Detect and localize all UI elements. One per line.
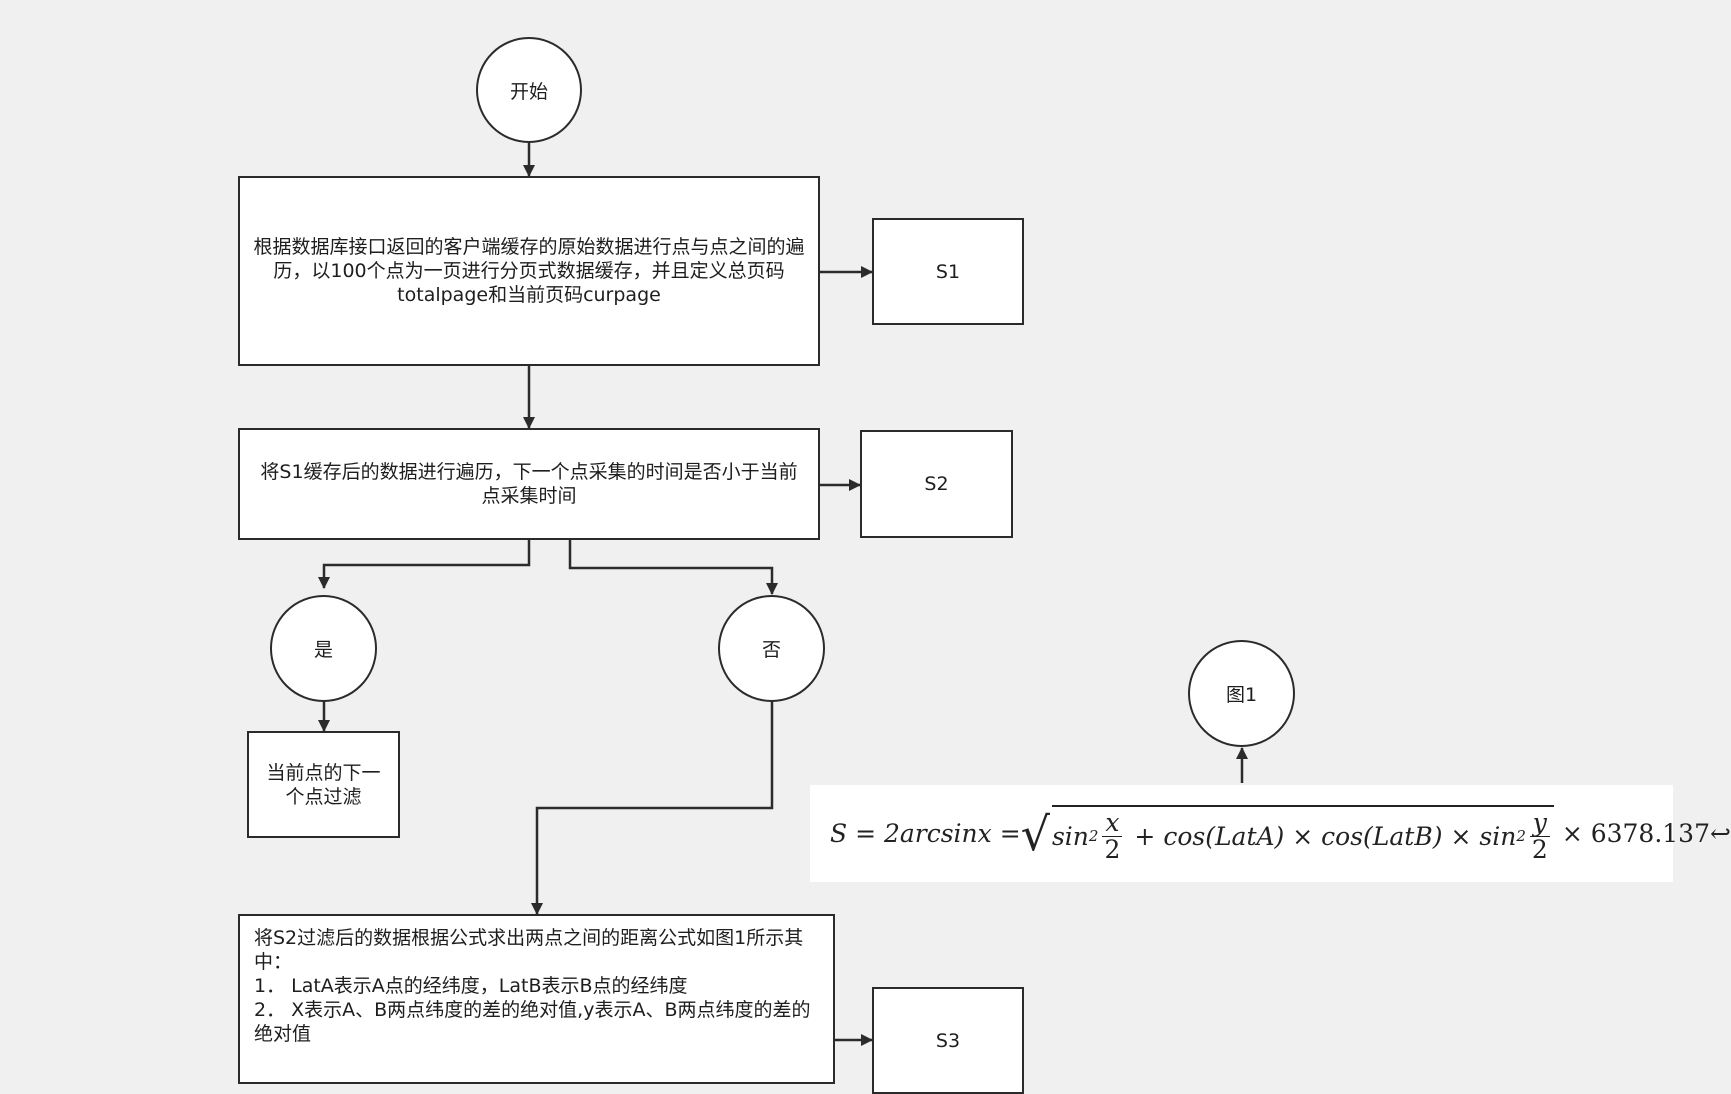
arrow-no-to-s3desc: [531, 700, 774, 915]
formula-plus: +: [1134, 821, 1156, 851]
s2-description: 将S1缓存后的数据进行遍历，下一个点采集的时间是否小于当前点采集时间: [260, 461, 798, 507]
s3-description: 将S2过滤后的数据根据公式求出两点之间的距离公式如图1所示其中： 1． LatA…: [254, 926, 819, 1046]
start-label: 开始: [509, 80, 548, 103]
s3-step-box[interactable]: S3: [872, 987, 1024, 1094]
s3-line-2: 1． LatA表示A点的经纬度，LatB表示B点的经纬度: [254, 975, 688, 997]
connector-layer: [318, 143, 1248, 1046]
s2-step-box[interactable]: S2: [860, 430, 1013, 538]
no-decision-node[interactable]: 否: [718, 595, 825, 702]
arrow-s2desc-to-no: [568, 540, 778, 595]
no-label: 否: [761, 639, 781, 661]
yes-label: 是: [313, 639, 333, 661]
arrow-s2desc-to-yes: [318, 540, 531, 589]
flowchart-canvas: 开始 根据数据库接口返回的客户端缓存的原始数据进行点与点之间的遍历，以100个点…: [238, 37, 1731, 1094]
formula-sup-b: 2: [1516, 827, 1526, 845]
s3-line-1: 将S2过滤后的数据根据公式求出两点之间的距离公式如图1所示其中：: [254, 927, 804, 973]
formula-lhs: S = 2arcsinx =: [830, 819, 1021, 848]
yes-action-box[interactable]: 当前点的下一个点过滤: [247, 731, 400, 838]
yes-action-text: 当前点的下一个点过滤: [266, 761, 381, 808]
formula-frac-x: x 2: [1102, 807, 1123, 864]
formula-frac-x-den: 2: [1102, 834, 1123, 864]
s1-label: S1: [935, 260, 961, 283]
s1-description: 根据数据库接口返回的客户端缓存的原始数据进行点与点之间的遍历，以100个点为一页…: [253, 236, 805, 306]
formula-times: ×: [1450, 821, 1472, 851]
s3-label: S3: [935, 1029, 961, 1052]
s2-process-box[interactable]: 将S1缓存后的数据进行遍历，下一个点采集的时间是否小于当前点采集时间: [238, 428, 820, 540]
sqrt-icon: √: [1020, 806, 1050, 861]
s2-label: S2: [924, 473, 949, 495]
s3-line-3: 2． X表示A、B两点纬度的差的绝对值,y表示A、B两点纬度的差的绝对值: [254, 999, 811, 1045]
formula-sup-a: 2: [1088, 827, 1099, 845]
formula-sin-a: sin: [1051, 821, 1089, 851]
s1-step-box[interactable]: S1: [872, 218, 1024, 325]
fig1-label: 图1: [1225, 684, 1258, 706]
yes-decision-node[interactable]: 是: [270, 595, 377, 702]
formula-tail: × 6378.137↩: [1561, 819, 1731, 848]
formula-sin-b: sin: [1479, 821, 1517, 851]
formula-frac-x-num: x: [1105, 807, 1120, 837]
formula-frac-y-num: y: [1532, 807, 1547, 837]
formula-frac-y: y 2: [1529, 807, 1550, 864]
fig1-node[interactable]: 图1: [1188, 640, 1295, 747]
formula-frac-y-den: 2: [1529, 834, 1550, 864]
s3-process-box[interactable]: 将S2过滤后的数据根据公式求出两点之间的距离公式如图1所示其中： 1． LatA…: [238, 914, 835, 1084]
formula-cos-part: cos(LatA) × cos(LatB): [1163, 821, 1443, 851]
start-node[interactable]: 开始: [476, 37, 582, 143]
s1-process-box[interactable]: 根据数据库接口返回的客户端缓存的原始数据进行点与点之间的遍历，以100个点为一页…: [238, 176, 820, 366]
